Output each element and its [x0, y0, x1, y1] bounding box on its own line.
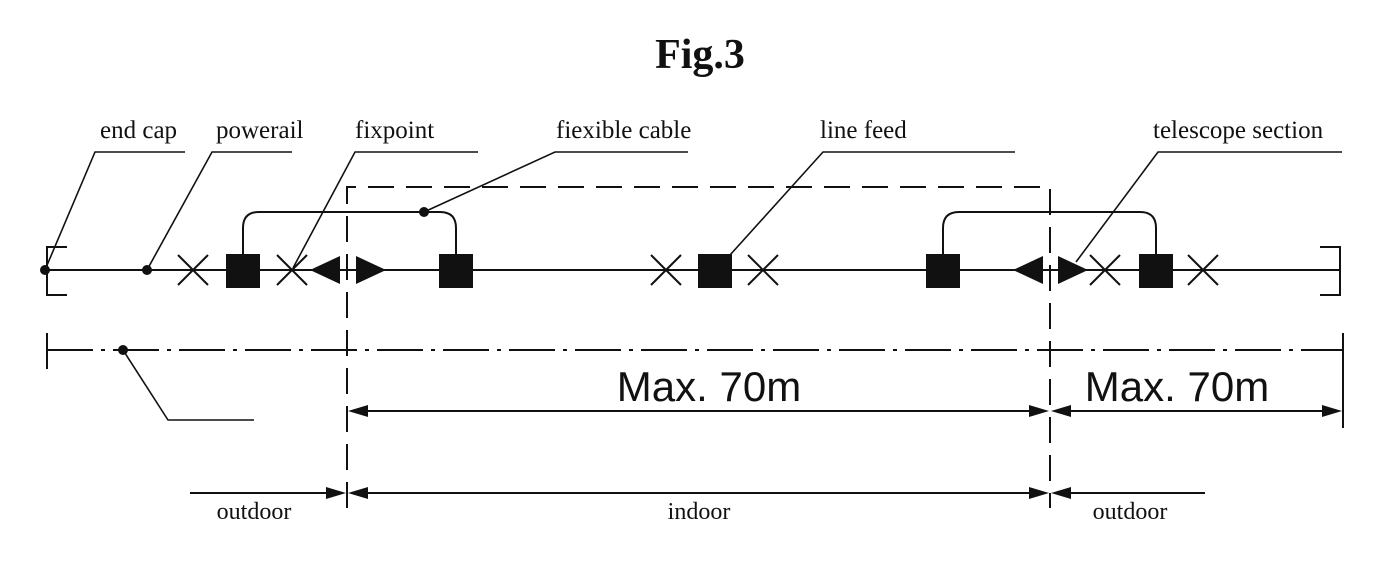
indoor-boundary-dashed: [346, 186, 1051, 508]
zone-label-outdoor-left: outdoor: [217, 499, 292, 525]
cross-marker: [1089, 254, 1121, 286]
label-telescope-section: telescope section: [1153, 117, 1324, 144]
arrowhead: [1322, 405, 1342, 417]
arrowhead: [1029, 487, 1049, 499]
arrowhead: [348, 405, 368, 417]
leader-lines: [44, 151, 1342, 421]
end-cap-right: [1320, 246, 1341, 296]
flexible-cable-right: [942, 211, 1157, 254]
label-line-feed: line feed: [820, 117, 907, 144]
line-feed-box: [1139, 254, 1173, 288]
cross-marker: [177, 254, 209, 286]
cross-marker: [650, 254, 682, 286]
cross-marker: [747, 254, 779, 286]
line-feed-box: [226, 254, 260, 288]
figure-title: Fig.3: [655, 32, 745, 78]
arrowhead: [1051, 405, 1071, 417]
zone-outdoor-right: [1051, 487, 1205, 499]
cross-marker: [276, 254, 308, 286]
label-end-cap: end cap: [100, 117, 177, 144]
zone-indoor: [348, 487, 1049, 499]
arrowhead: [326, 487, 346, 499]
line-feed-box: [926, 254, 960, 288]
dimension-label-indoor: Max. 70m: [617, 363, 801, 410]
cross-marker: [1187, 254, 1219, 286]
zone-outdoor-left: [190, 487, 346, 499]
telescope-triangle-right: [1058, 256, 1088, 284]
label-fixpoint: fixpoint: [355, 117, 434, 144]
arrowhead: [1029, 405, 1049, 417]
fixpoint-triangle-right: [356, 256, 386, 284]
dimension-outdoor-right: [1051, 405, 1342, 417]
leader-telescope-section: [1075, 151, 1342, 263]
dimension-indoor: [348, 405, 1049, 417]
line-feed-box: [439, 254, 473, 288]
leader-line-feed: [729, 151, 1015, 256]
flexible-cable-left: [242, 211, 457, 254]
telescope-triangle-left: [1013, 256, 1043, 284]
leader-fixpoint: [292, 151, 478, 269]
zone-label-outdoor-right: outdoor: [1093, 499, 1168, 525]
leader-lower: [122, 349, 254, 421]
dimension-label-outdoor: Max. 70m: [1085, 363, 1269, 410]
leader-flexible-cable: [423, 151, 688, 213]
arrowhead: [348, 487, 368, 499]
line-feed-box: [698, 254, 732, 288]
end-cap-point: [40, 265, 50, 275]
leader-end-cap: [44, 151, 185, 271]
zone-label-indoor: indoor: [668, 499, 731, 525]
fixpoint-triangle-left: [310, 256, 340, 284]
arrowhead: [1051, 487, 1071, 499]
label-powerail: powerail: [216, 117, 304, 144]
leader-powerail: [146, 151, 292, 271]
label-flexible-cable: fiexible cable: [556, 117, 691, 144]
powerail-point: [142, 265, 152, 275]
